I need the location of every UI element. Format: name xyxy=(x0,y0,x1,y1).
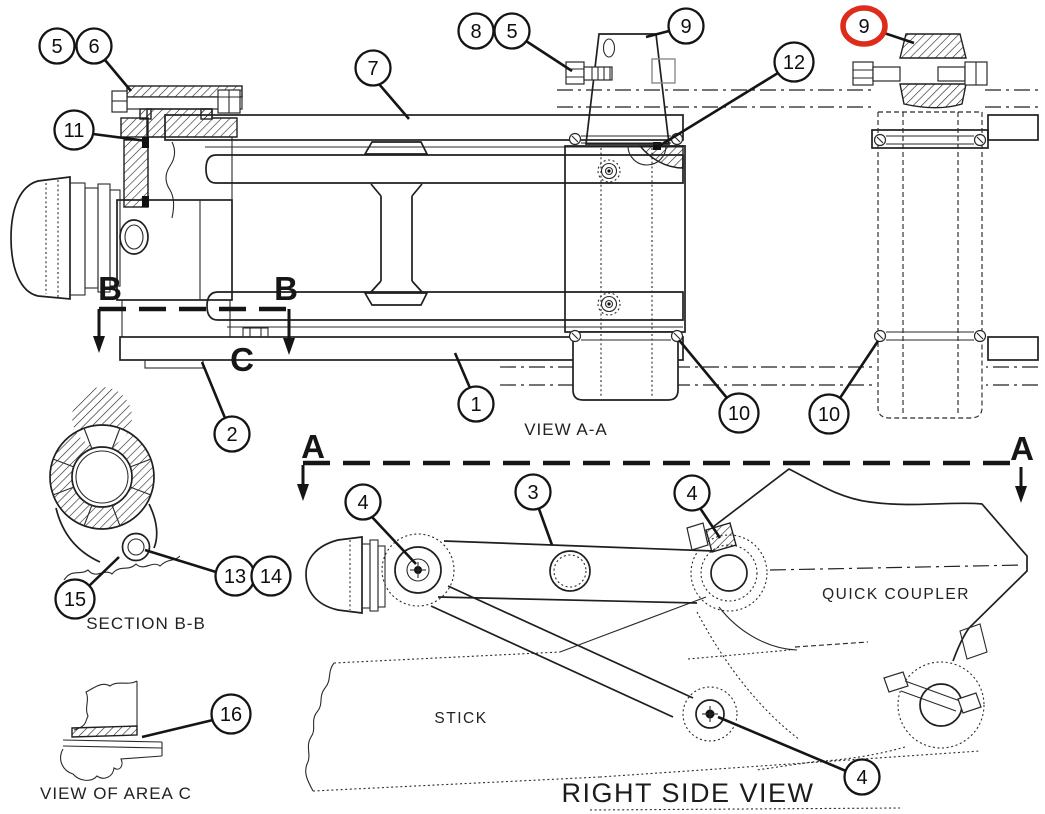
cylinder-rod-end xyxy=(10,176,233,337)
section-line-bb: B B C xyxy=(93,270,298,378)
svg-text:6: 6 xyxy=(88,36,99,58)
callout-5-bolt[interactable]: 5 xyxy=(493,12,573,73)
svg-text:9: 9 xyxy=(858,16,869,38)
svg-text:10: 10 xyxy=(728,403,750,425)
callout-9-highlighted[interactable]: 9 xyxy=(840,5,915,47)
section-line-aa: A A xyxy=(297,428,1034,503)
svg-text:10: 10 xyxy=(818,404,840,426)
view-area-c-drawing: VIEW OF AREA C xyxy=(40,680,192,803)
bolt xyxy=(565,61,613,85)
callout-3-link[interactable]: 3 xyxy=(514,473,554,546)
callout-14-bore[interactable]: 14 xyxy=(250,555,292,597)
callout-11-seal[interactable]: 11 xyxy=(53,109,148,151)
link-lower-boss xyxy=(682,686,738,742)
callout-13-bore[interactable]: 13 xyxy=(144,548,256,597)
callout-4-lower-pin[interactable]: 4 xyxy=(717,715,881,796)
pin-bolt xyxy=(852,61,988,86)
callout-10-ring-right[interactable]: 10 xyxy=(808,340,880,435)
callout-2-step[interactable]: 2 xyxy=(200,361,251,453)
pin-retainer-wedge xyxy=(899,33,967,109)
section-bb-drawing: SECTION B-B xyxy=(49,387,206,633)
quick-coupler-label: QUICK COUPLER xyxy=(822,586,970,603)
frame-plates xyxy=(119,114,1039,369)
bushing-segment-lines xyxy=(52,427,152,527)
callout-1-plate[interactable]: 1 xyxy=(453,352,495,423)
center-pin-boss xyxy=(564,132,686,401)
view-area-c-title: VIEW OF AREA C xyxy=(40,784,192,803)
view-aa-drawing: B B C VIEW A-A xyxy=(10,33,1039,439)
svg-text:4: 4 xyxy=(686,483,697,505)
callout-16-shim[interactable]: 16 xyxy=(141,693,252,739)
svg-text:4: 4 xyxy=(357,492,368,514)
stick-outline xyxy=(305,596,981,811)
grease-fitting xyxy=(597,159,621,183)
svg-text:8: 8 xyxy=(470,21,481,43)
svg-text:4: 4 xyxy=(856,767,867,789)
svg-text:12: 12 xyxy=(783,52,805,74)
center-link xyxy=(363,141,429,306)
svg-text:16: 16 xyxy=(220,704,242,726)
right-pin-assembly xyxy=(852,33,989,422)
callout-6-flange[interactable]: 6 xyxy=(75,27,132,92)
svg-text:11: 11 xyxy=(64,120,85,142)
callout-15-arm[interactable]: 15 xyxy=(54,556,120,620)
grease-fitting xyxy=(597,292,621,316)
highlight-ring xyxy=(840,5,888,47)
section-bb-title: SECTION B-B xyxy=(86,614,206,633)
svg-text:3: 3 xyxy=(527,482,538,504)
callout-12-wedge[interactable]: 12 xyxy=(658,41,815,148)
retaining-ring xyxy=(873,133,987,343)
svg-text:1: 1 xyxy=(470,394,481,416)
svg-text:14: 14 xyxy=(260,566,282,588)
svg-text:5: 5 xyxy=(506,21,517,43)
coupler-lower-bolt xyxy=(883,671,982,714)
svg-text:2: 2 xyxy=(226,424,237,446)
rod-end-knob xyxy=(305,533,455,614)
callout-4-coupler-bolt[interactable]: 4 xyxy=(673,474,722,539)
svg-text:5: 5 xyxy=(51,36,62,58)
callout-9-bracket[interactable]: 9 xyxy=(645,7,705,45)
right-side-view-title: RIGHT SIDE VIEW xyxy=(561,778,814,808)
section-marker-b-left: B xyxy=(98,270,122,307)
section-marker-b-right: B xyxy=(274,270,298,307)
top-bracket xyxy=(565,33,676,145)
view-aa-title: VIEW A-A xyxy=(524,420,608,439)
callout-10-ring-left[interactable]: 10 xyxy=(677,339,760,434)
callout-5-flange[interactable]: 5 xyxy=(38,27,76,65)
callout-8-bolt[interactable]: 8 xyxy=(457,12,495,50)
area-marker-c: C xyxy=(230,341,254,378)
pin-flange-assembly xyxy=(111,85,243,219)
callout-7-plate[interactable]: 7 xyxy=(354,49,410,120)
svg-text:7: 7 xyxy=(367,58,378,80)
right-side-view-drawing: A A STICK QUICK COUPLER RIGHT SIDE VIEW xyxy=(297,428,1034,811)
svg-text:9: 9 xyxy=(680,16,691,38)
callout-4-left-pin[interactable]: 4 xyxy=(344,483,417,565)
section-marker-a-right: A xyxy=(1010,430,1034,467)
stick-label: STICK xyxy=(434,710,487,727)
section-marker-a-left: A xyxy=(301,428,325,465)
svg-text:15: 15 xyxy=(64,589,86,611)
link-bar xyxy=(437,540,715,604)
callouts-layer: 5 6 11 7 8 5 9 xyxy=(38,5,915,796)
svg-text:13: 13 xyxy=(224,566,246,588)
